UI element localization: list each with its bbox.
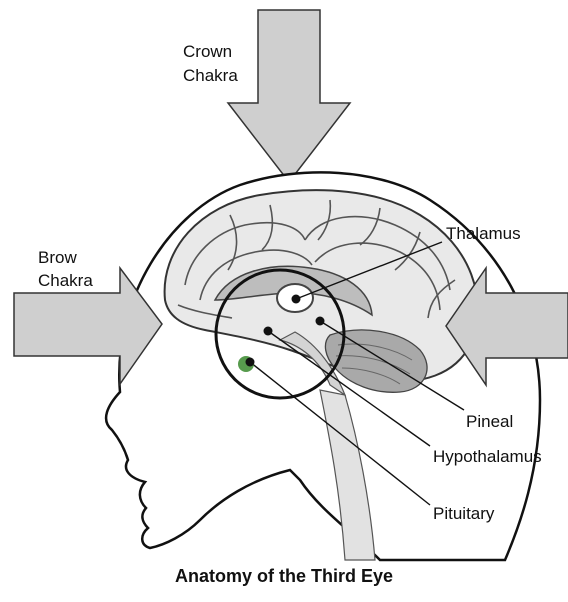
pituitary-dot (246, 358, 255, 367)
pineal-dot (316, 317, 325, 326)
brow-label-line2: Chakra (38, 271, 93, 291)
pineal-label: Pineal (466, 412, 513, 432)
thalamus-dot (292, 295, 301, 304)
pituitary-label: Pituitary (433, 504, 494, 524)
crown-label-line2: Chakra (183, 66, 238, 86)
thalamus-label: Thalamus (446, 224, 521, 244)
crown-chakra-arrow (228, 10, 350, 182)
hypothalamus-dot (264, 327, 273, 336)
brow-label-line1: Brow (38, 248, 77, 268)
diagram-caption: Anatomy of the Third Eye (0, 566, 568, 587)
hypothalamus-label: Hypothalamus (433, 447, 542, 467)
crown-label-line1: Crown (183, 42, 232, 62)
